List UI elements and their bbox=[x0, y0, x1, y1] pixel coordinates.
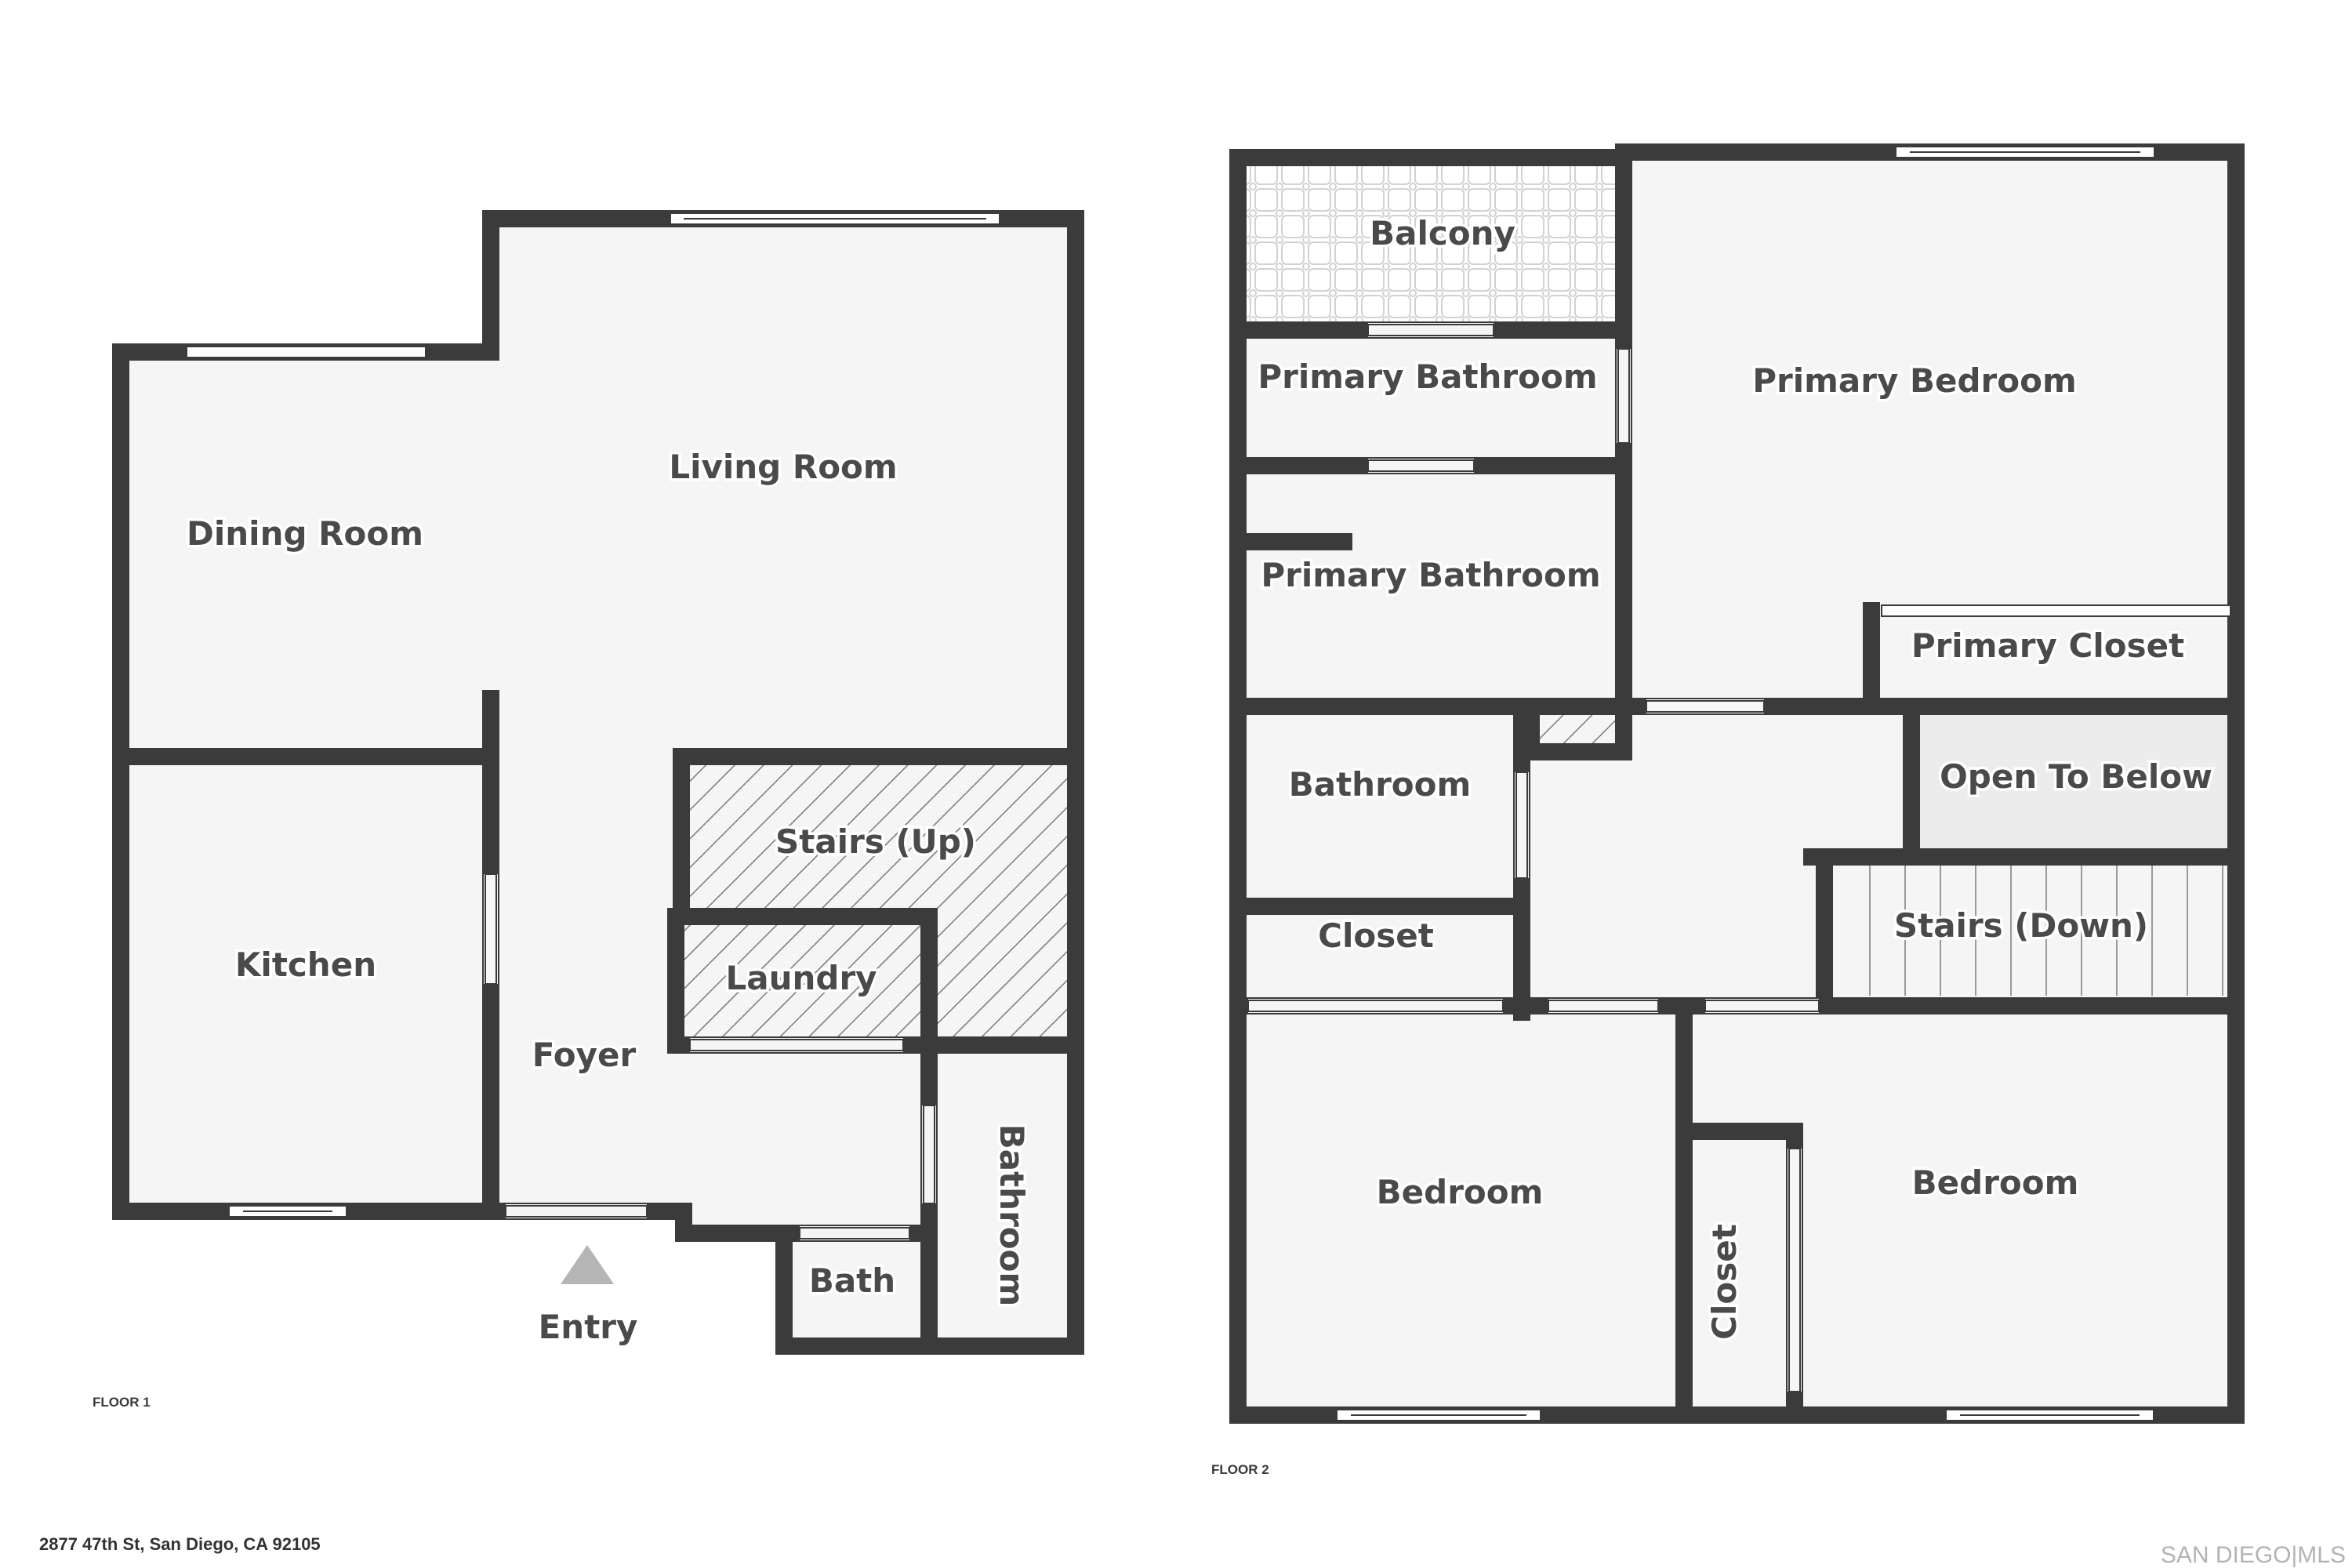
entry-label: Entry bbox=[539, 1308, 638, 1346]
room-label-open-to-below: Open To Below bbox=[1940, 757, 2212, 796]
window bbox=[186, 346, 426, 358]
room-label-living-room: Living Room bbox=[669, 448, 897, 486]
room-label-dining-room: Dining Room bbox=[187, 514, 423, 553]
floor-1-windows bbox=[186, 212, 1000, 1218]
small-hatch-area bbox=[1530, 713, 1617, 746]
room-label-closet-2: Closet bbox=[1705, 1224, 1744, 1340]
room-label-stairs-up: Stairs (Up) bbox=[775, 822, 976, 861]
property-address: 2877 47th St, San Diego, CA 92105 bbox=[39, 1534, 321, 1554]
room-label-bedroom-2: Bedroom bbox=[1912, 1163, 2079, 1202]
room-label-closet-1: Closet bbox=[1318, 916, 1434, 955]
floor-2-door-lines bbox=[1247, 324, 1820, 1392]
stairs-up-hatch bbox=[682, 764, 1070, 1043]
floor-2-windows bbox=[1336, 146, 2231, 1421]
room-label-balcony: Balcony bbox=[1370, 214, 1515, 252]
room-label-bathroom-f1: Bathroom bbox=[993, 1124, 1031, 1307]
room-label-primary-closet: Primary Closet bbox=[1911, 626, 2184, 665]
balcony-tiles bbox=[1247, 159, 1619, 324]
mls-watermark: SAN DIEGO|MLS bbox=[2161, 1542, 2346, 1568]
stairs-down-treads bbox=[1869, 864, 2223, 996]
floor-2-label: FLOOR 2 bbox=[1211, 1462, 1269, 1477]
entry-arrow-icon bbox=[561, 1245, 614, 1284]
floor-2-plan: Balcony Primary Bathroom Primary Bathroo… bbox=[1211, 143, 2245, 1477]
room-label-bathroom-f2: Bathroom bbox=[1289, 765, 1472, 804]
room-label-bath: Bath bbox=[809, 1261, 895, 1300]
room-label-foyer: Foyer bbox=[532, 1036, 637, 1074]
room-label-laundry: Laundry bbox=[725, 959, 877, 997]
room-label-bedroom-1: Bedroom bbox=[1377, 1173, 1544, 1211]
room-label-primary-bathroom-1: Primary Bathroom bbox=[1258, 358, 1597, 396]
floor-1-area bbox=[122, 220, 1074, 1341]
floor-1-plan: Living Room Dining Room Kitchen Foyer St… bbox=[93, 210, 1084, 1410]
open-to-below-area bbox=[1919, 713, 2233, 848]
room-label-primary-bathroom-2: Primary Bathroom bbox=[1261, 556, 1600, 594]
room-label-stairs-down: Stairs (Down) bbox=[1894, 906, 2148, 945]
room-label-kitchen: Kitchen bbox=[235, 946, 376, 984]
floor-1-label: FLOOR 1 bbox=[93, 1395, 151, 1410]
floor-1-door-lines bbox=[485, 873, 935, 1240]
floor-2-door-openings bbox=[1248, 323, 1819, 1392]
window bbox=[1881, 604, 2231, 617]
room-label-primary-bedroom: Primary Bedroom bbox=[1752, 361, 2076, 400]
floor-1-door-openings bbox=[484, 874, 936, 1240]
